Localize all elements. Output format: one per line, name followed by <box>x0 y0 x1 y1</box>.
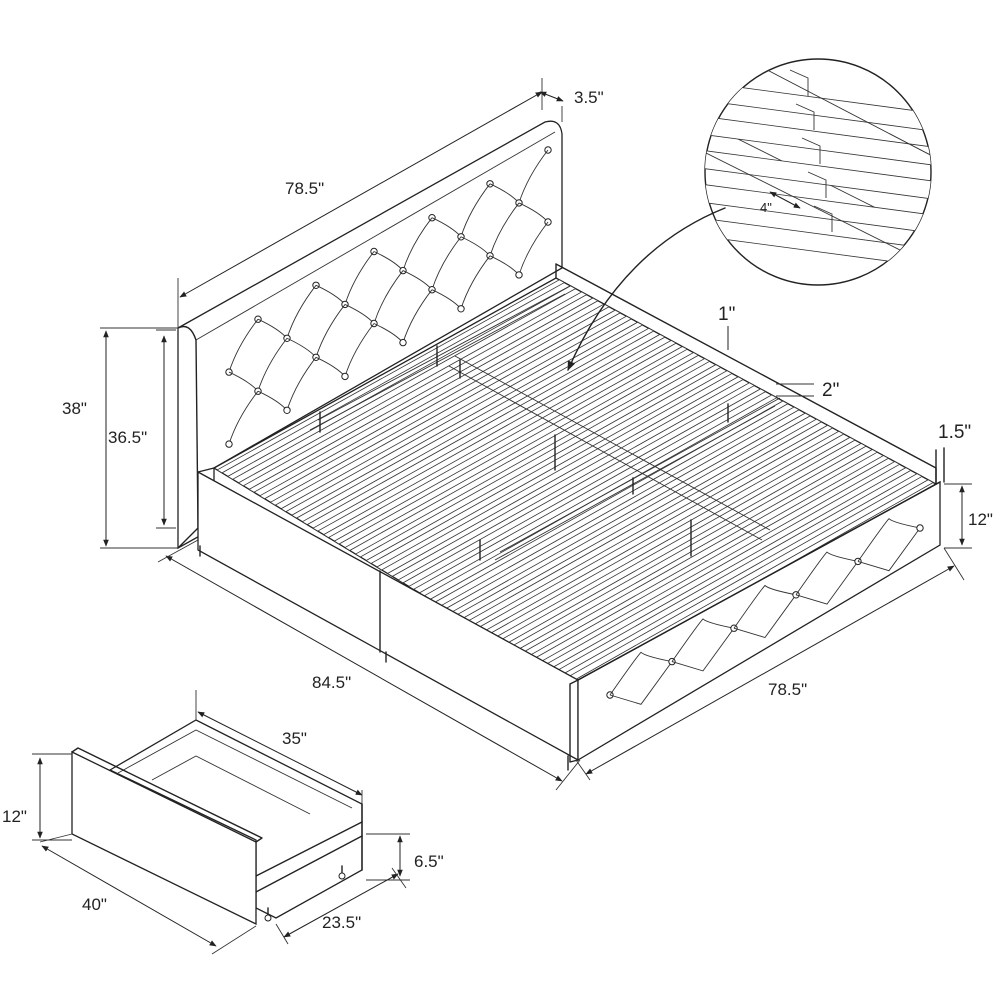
footboard-height-label: 12" <box>968 510 993 529</box>
slat <box>290 321 644 519</box>
tuft-button <box>515 271 523 279</box>
length-label: 84.5" <box>312 673 351 692</box>
slat-detail-callout <box>567 58 932 371</box>
tuft-button <box>341 372 349 381</box>
drawer-front-height-label: 12" <box>2 807 27 826</box>
slat-gap-label: 4" <box>760 200 772 215</box>
slat <box>301 327 655 526</box>
drawer-depth-label: 35" <box>282 729 307 748</box>
rail-depth-label: 1.5" <box>938 422 971 443</box>
slat-thickness-label: 1" <box>718 304 735 325</box>
headboard-depth-label: 3.5" <box>574 88 604 107</box>
slat <box>280 315 633 513</box>
headboard-height-label: 36.5" <box>108 428 147 447</box>
slat <box>258 303 610 500</box>
drawer-dimensions: 35" 12" 40" 6.5" 23.5" <box>2 690 444 955</box>
right-rail <box>555 263 937 485</box>
tuft-button <box>283 406 291 414</box>
slat <box>248 297 599 493</box>
tuft-button <box>399 338 407 347</box>
drawer-front-width-label: 40" <box>82 895 107 914</box>
tuft-button <box>225 440 233 448</box>
width-label: 78.5" <box>768 680 807 699</box>
slat <box>322 339 677 539</box>
headboard-width-label: 78.5" <box>285 179 324 198</box>
drawer-inner-width-label: 23.5" <box>322 913 361 932</box>
slat <box>216 279 566 474</box>
bed-dimensions: 78.5" 3.5" 38" 36.5" 84.5" 78.5" 1" 2" 1… <box>62 78 993 791</box>
drawer-inner-height-label: 6.5" <box>414 852 444 871</box>
slat <box>333 346 689 545</box>
rail-height-label: 2" <box>822 380 839 401</box>
slat <box>237 291 588 487</box>
drawer-illustration <box>71 719 363 926</box>
slat <box>344 352 700 551</box>
slat <box>312 333 666 532</box>
tuft-button <box>457 305 465 313</box>
tuft-button <box>916 524 924 532</box>
slat <box>269 309 622 506</box>
total-height-label: 38" <box>62 399 87 418</box>
slat-gap-dimension: 4" <box>760 191 801 215</box>
